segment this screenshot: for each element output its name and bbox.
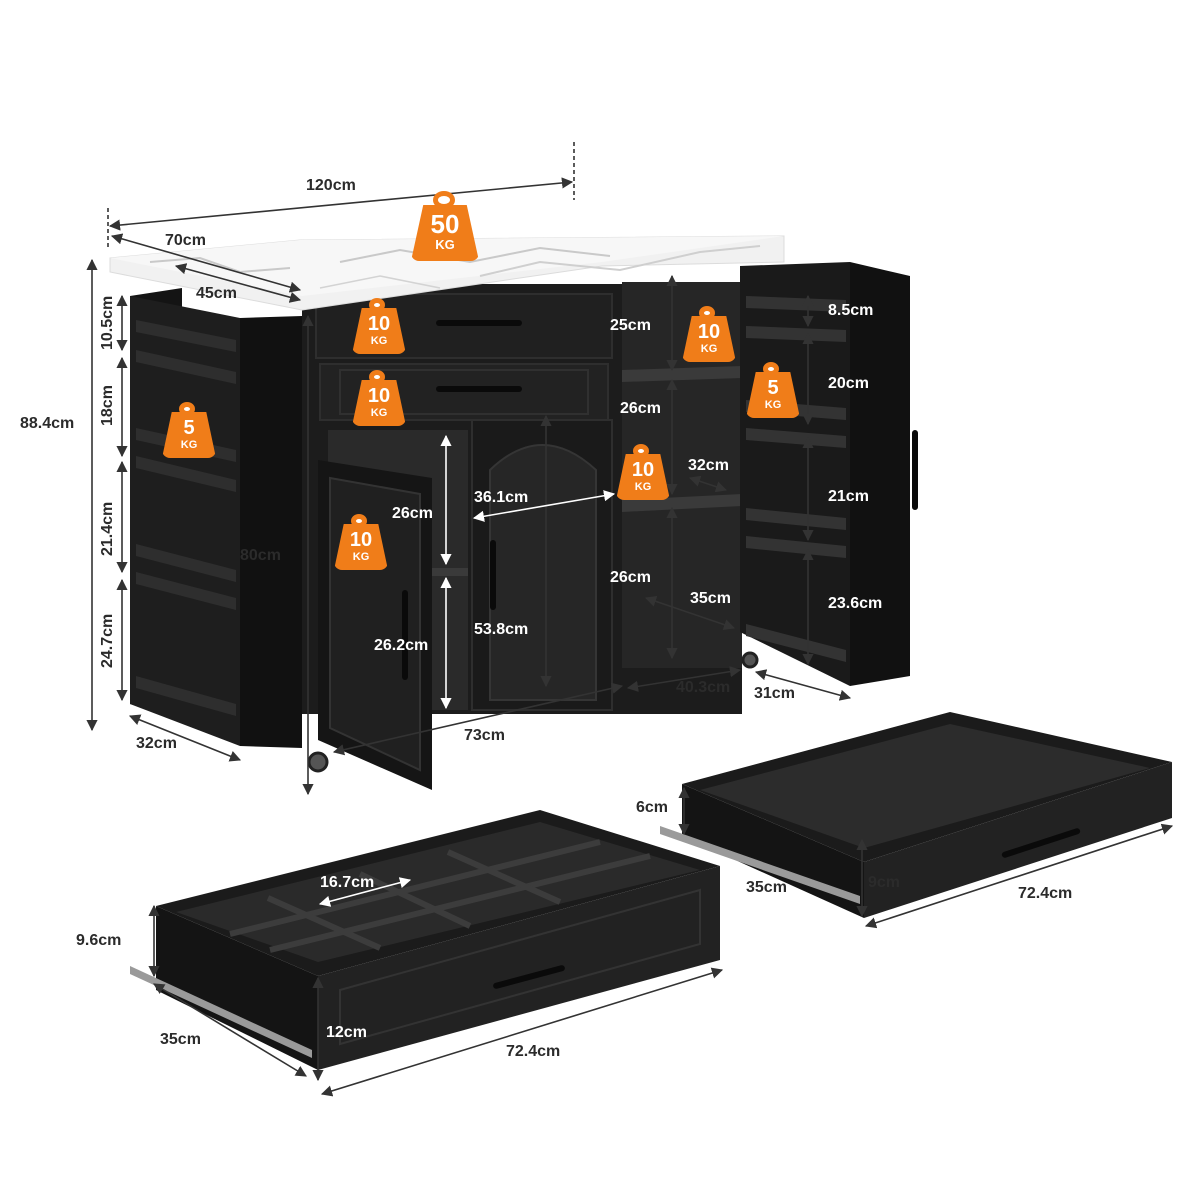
- weight-icon: 10 KG: [350, 298, 408, 356]
- label-inner-depth: 45cm: [196, 285, 237, 302]
- right-open-door: [740, 262, 918, 686]
- label-large-drawer-divider: 16.7cm: [320, 874, 375, 891]
- label-top-depth: 70cm: [165, 232, 206, 249]
- weight-icon: 10 KG: [332, 514, 390, 572]
- weight-icon: 5 KG: [160, 402, 218, 460]
- caster-wheel-icon: [307, 751, 329, 773]
- label-side-rack-4: 24.7cm: [99, 613, 116, 668]
- label-small-drawer-depth: 35cm: [746, 879, 787, 896]
- label-side-rack-3: 21.4cm: [99, 501, 116, 556]
- dimension-lines: [86, 142, 1174, 1097]
- label-overall-width: 120cm: [306, 177, 356, 194]
- load-value: 5: [767, 377, 779, 399]
- small-drawer: [660, 712, 1172, 918]
- load-unit: KG: [352, 551, 370, 563]
- side-rack-shelf: [136, 350, 236, 384]
- label-side-rack-2: 18cm: [99, 385, 116, 426]
- label-shelf-2: 26cm: [620, 400, 661, 417]
- label-small-drawer-inner-height: 6cm: [636, 799, 669, 816]
- label-small-drawer-front-height: 9cm: [868, 874, 901, 891]
- label-shelf-width: 32cm: [688, 457, 729, 474]
- glass-door: [471, 419, 613, 711]
- caster-wheel-icon: [741, 651, 759, 669]
- load-value: 10: [349, 529, 373, 551]
- dimension-lines-on-dark: [318, 434, 616, 907]
- drawer-handle: [436, 320, 522, 326]
- side-rack-shelf: [136, 456, 236, 492]
- load-unit: KG: [634, 481, 652, 493]
- door-rack-shelf: [746, 326, 846, 342]
- side-rack-shelf: [136, 544, 236, 582]
- door-rack-shelf: [746, 428, 846, 448]
- load-unit: KG: [370, 335, 388, 347]
- drawer-handle: [436, 386, 522, 392]
- load-value: 10: [367, 313, 391, 335]
- weight-icon: 10 KG: [614, 444, 672, 502]
- label-left-cab-lower: 26.2cm: [374, 637, 429, 654]
- side-rack-shelf: [136, 572, 236, 610]
- label-right-section-width: 40.3cm: [676, 679, 731, 696]
- label-large-drawer-depth: 35cm: [160, 1031, 201, 1048]
- door-rack-shelf: [746, 296, 846, 312]
- drawer-slide-icon: [660, 826, 860, 904]
- label-cabinet-height: 53.8cm: [474, 621, 529, 638]
- door-handle: [490, 540, 496, 610]
- label-door-rack-1: 8.5cm: [828, 302, 874, 319]
- door-handle: [402, 590, 408, 680]
- label-door-rack-3: 21cm: [828, 488, 869, 505]
- large-drawer: [130, 810, 720, 1070]
- load-unit: KG: [180, 439, 198, 451]
- label-cabinet-width: 36.1cm: [474, 489, 529, 506]
- door-rack-shelf: [746, 624, 846, 662]
- label-large-drawer-front-height: 12cm: [326, 1024, 367, 1041]
- label-door-rack-4: 23.6cm: [828, 595, 883, 612]
- side-rack-shelf: [136, 676, 236, 716]
- label-shelf-depth: 35cm: [690, 590, 731, 607]
- door-rack-shelf: [746, 508, 846, 530]
- weight-icon: 10 KG: [680, 306, 738, 364]
- label-side-rack-1: 10.5cm: [99, 295, 116, 350]
- door-handle: [912, 430, 918, 510]
- weight-icon: 50 KG: [409, 191, 481, 261]
- load-unit: KG: [764, 399, 782, 411]
- label-body-height: 80cm: [240, 547, 281, 564]
- side-spice-rack: [130, 288, 302, 748]
- door-rack-shelf: [746, 536, 846, 558]
- label-small-drawer-width: 72.4cm: [1018, 885, 1073, 902]
- load-value: 10: [631, 459, 655, 481]
- label-large-drawer-inner-height: 9.6cm: [76, 932, 122, 949]
- label-shelf-1: 25cm: [610, 317, 651, 334]
- load-value: 5: [183, 417, 195, 439]
- load-unit: KG: [435, 237, 455, 252]
- weight-icon: 5 KG: [744, 362, 802, 420]
- load-value: 50: [430, 209, 460, 239]
- label-left-cab-upper: 26cm: [392, 505, 433, 522]
- label-right-door-depth: 31cm: [754, 685, 795, 702]
- load-unit: KG: [370, 407, 388, 419]
- label-shelf-3: 26cm: [610, 569, 651, 586]
- label-side-depth: 32cm: [136, 735, 177, 752]
- weight-icon: 10 KG: [350, 370, 408, 428]
- label-overall-height: 88.4cm: [20, 415, 75, 432]
- label-body-width: 73cm: [464, 727, 505, 744]
- load-value: 10: [697, 321, 721, 343]
- load-unit: KG: [700, 343, 718, 355]
- load-value: 10: [367, 385, 391, 407]
- label-large-drawer-width: 72.4cm: [506, 1043, 561, 1060]
- label-door-rack-2: 20cm: [828, 375, 869, 392]
- side-rack-shelf: [136, 320, 236, 352]
